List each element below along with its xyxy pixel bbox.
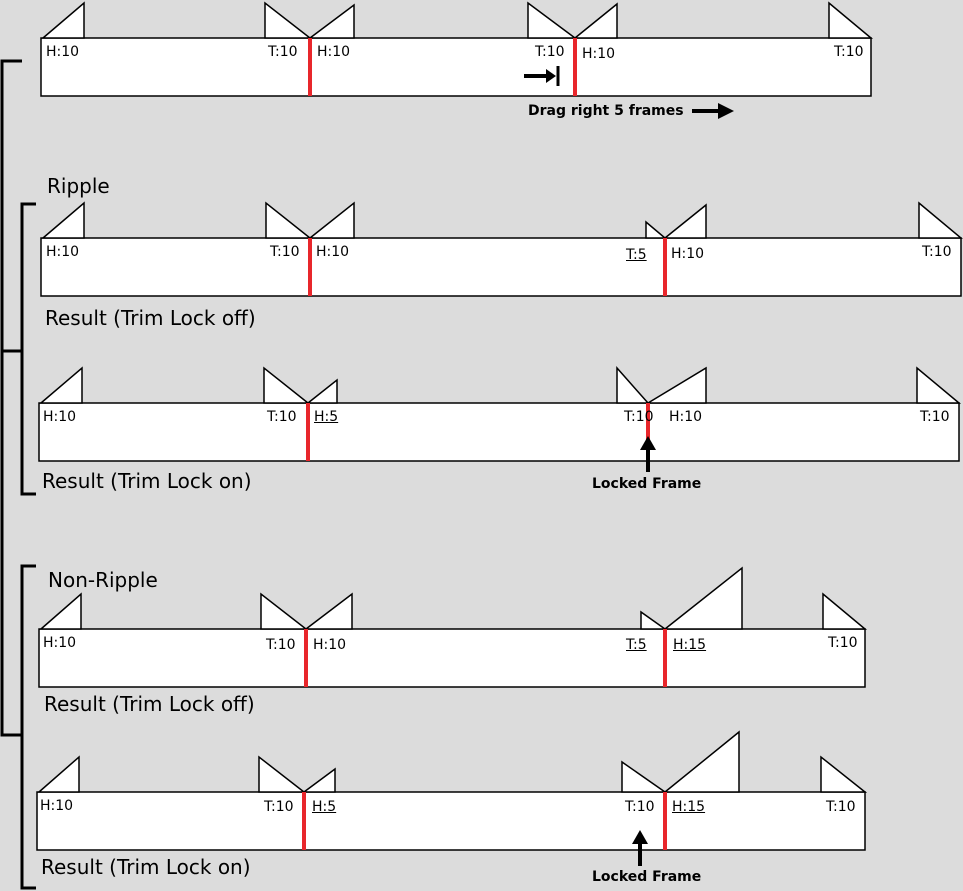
clip-label: T:10 <box>834 44 864 60</box>
tail-handle <box>918 201 963 239</box>
drag-arrow-head <box>546 69 556 83</box>
head-handle <box>305 378 338 404</box>
tail-handle <box>645 220 668 239</box>
head-handle <box>40 201 85 239</box>
locked-frame-note: Locked Frame <box>592 869 702 885</box>
clip-label: H:10 <box>46 44 80 60</box>
head-handle <box>645 366 707 404</box>
clip-label: H:5 <box>314 409 339 425</box>
track-bar <box>40 37 872 97</box>
head-handle <box>662 566 743 630</box>
clip-label: H:15 <box>673 637 707 653</box>
clip-label: H:10 <box>669 409 703 425</box>
clip-label: H:15 <box>672 799 706 815</box>
clip-label: H:10 <box>43 635 77 651</box>
tail-handle <box>822 592 868 630</box>
track-bar <box>38 402 960 462</box>
clip-label: T:10 <box>266 637 296 653</box>
tail-handle <box>621 760 668 793</box>
outer-bracket <box>0 59 22 737</box>
head-handle <box>572 2 618 39</box>
head-handle <box>37 755 80 793</box>
clip-label: T:10 <box>920 409 950 425</box>
clip-label: H:10 <box>671 246 705 262</box>
clip-label: T:10 <box>826 799 856 815</box>
clip-label: T:10 <box>268 44 298 60</box>
clip-label: T:10 <box>828 635 858 651</box>
clip-label: T:10 <box>270 244 300 260</box>
clip-label: H:10 <box>43 409 77 425</box>
tail-handle <box>264 1 313 39</box>
head-handle <box>40 1 85 39</box>
clip-label: T:5 <box>626 247 647 263</box>
nonripple-title: Non-Ripple <box>48 568 158 592</box>
head-handle <box>662 203 707 239</box>
tail-handle <box>260 592 309 630</box>
head-handle <box>662 730 740 793</box>
nonripple-bracket <box>20 564 36 890</box>
result-caption: Result (Trim Lock off) <box>45 306 256 330</box>
track-bar <box>38 628 866 688</box>
head-handle <box>38 366 83 404</box>
locked-arrow-head <box>632 830 648 844</box>
clip-label: T:10 <box>267 409 297 425</box>
tail-handle <box>916 366 962 404</box>
clip-label: H:10 <box>40 798 74 814</box>
clip-label: T:10 <box>625 799 655 815</box>
tail-handle <box>640 610 668 630</box>
clip-label: H:5 <box>312 799 337 815</box>
tail-handle <box>527 1 578 39</box>
track-bar <box>36 791 866 851</box>
tail-handle <box>265 201 313 239</box>
ripple-title: Ripple <box>47 174 110 198</box>
track-bar <box>40 237 962 297</box>
result-caption: Result (Trim Lock on) <box>41 855 251 879</box>
tail-handle <box>616 366 650 404</box>
clip-label: T:10 <box>922 244 952 260</box>
tail-handle <box>263 366 311 404</box>
clip-label: T:5 <box>626 637 647 653</box>
tail-handle <box>820 755 868 793</box>
result-caption: Result (Trim Lock off) <box>44 692 255 716</box>
clip-label: T:10 <box>264 799 294 815</box>
head-handle <box>301 767 336 793</box>
clip-label: H:10 <box>316 244 350 260</box>
clip-label: T:10 <box>535 44 565 60</box>
drag-right-arrow-head <box>718 103 734 119</box>
drag-note: Drag right 5 frames <box>528 103 684 119</box>
clip-label: H:10 <box>582 46 616 62</box>
head-handle <box>303 592 353 630</box>
head-handle <box>307 3 355 39</box>
result-caption: Result (Trim Lock on) <box>42 469 252 493</box>
ripple-bracket <box>2 202 36 496</box>
clip-label: H:10 <box>317 44 351 60</box>
locked-arrow-head <box>640 436 656 450</box>
head-handle <box>39 592 82 630</box>
locked-frame-note: Locked Frame <box>592 476 702 492</box>
tail-handle <box>828 1 874 39</box>
head-handle <box>307 201 355 239</box>
clip-label: H:10 <box>46 244 80 260</box>
clip-label: H:10 <box>313 637 347 653</box>
clip-label: T:10 <box>624 409 654 425</box>
tail-handle <box>258 755 307 793</box>
